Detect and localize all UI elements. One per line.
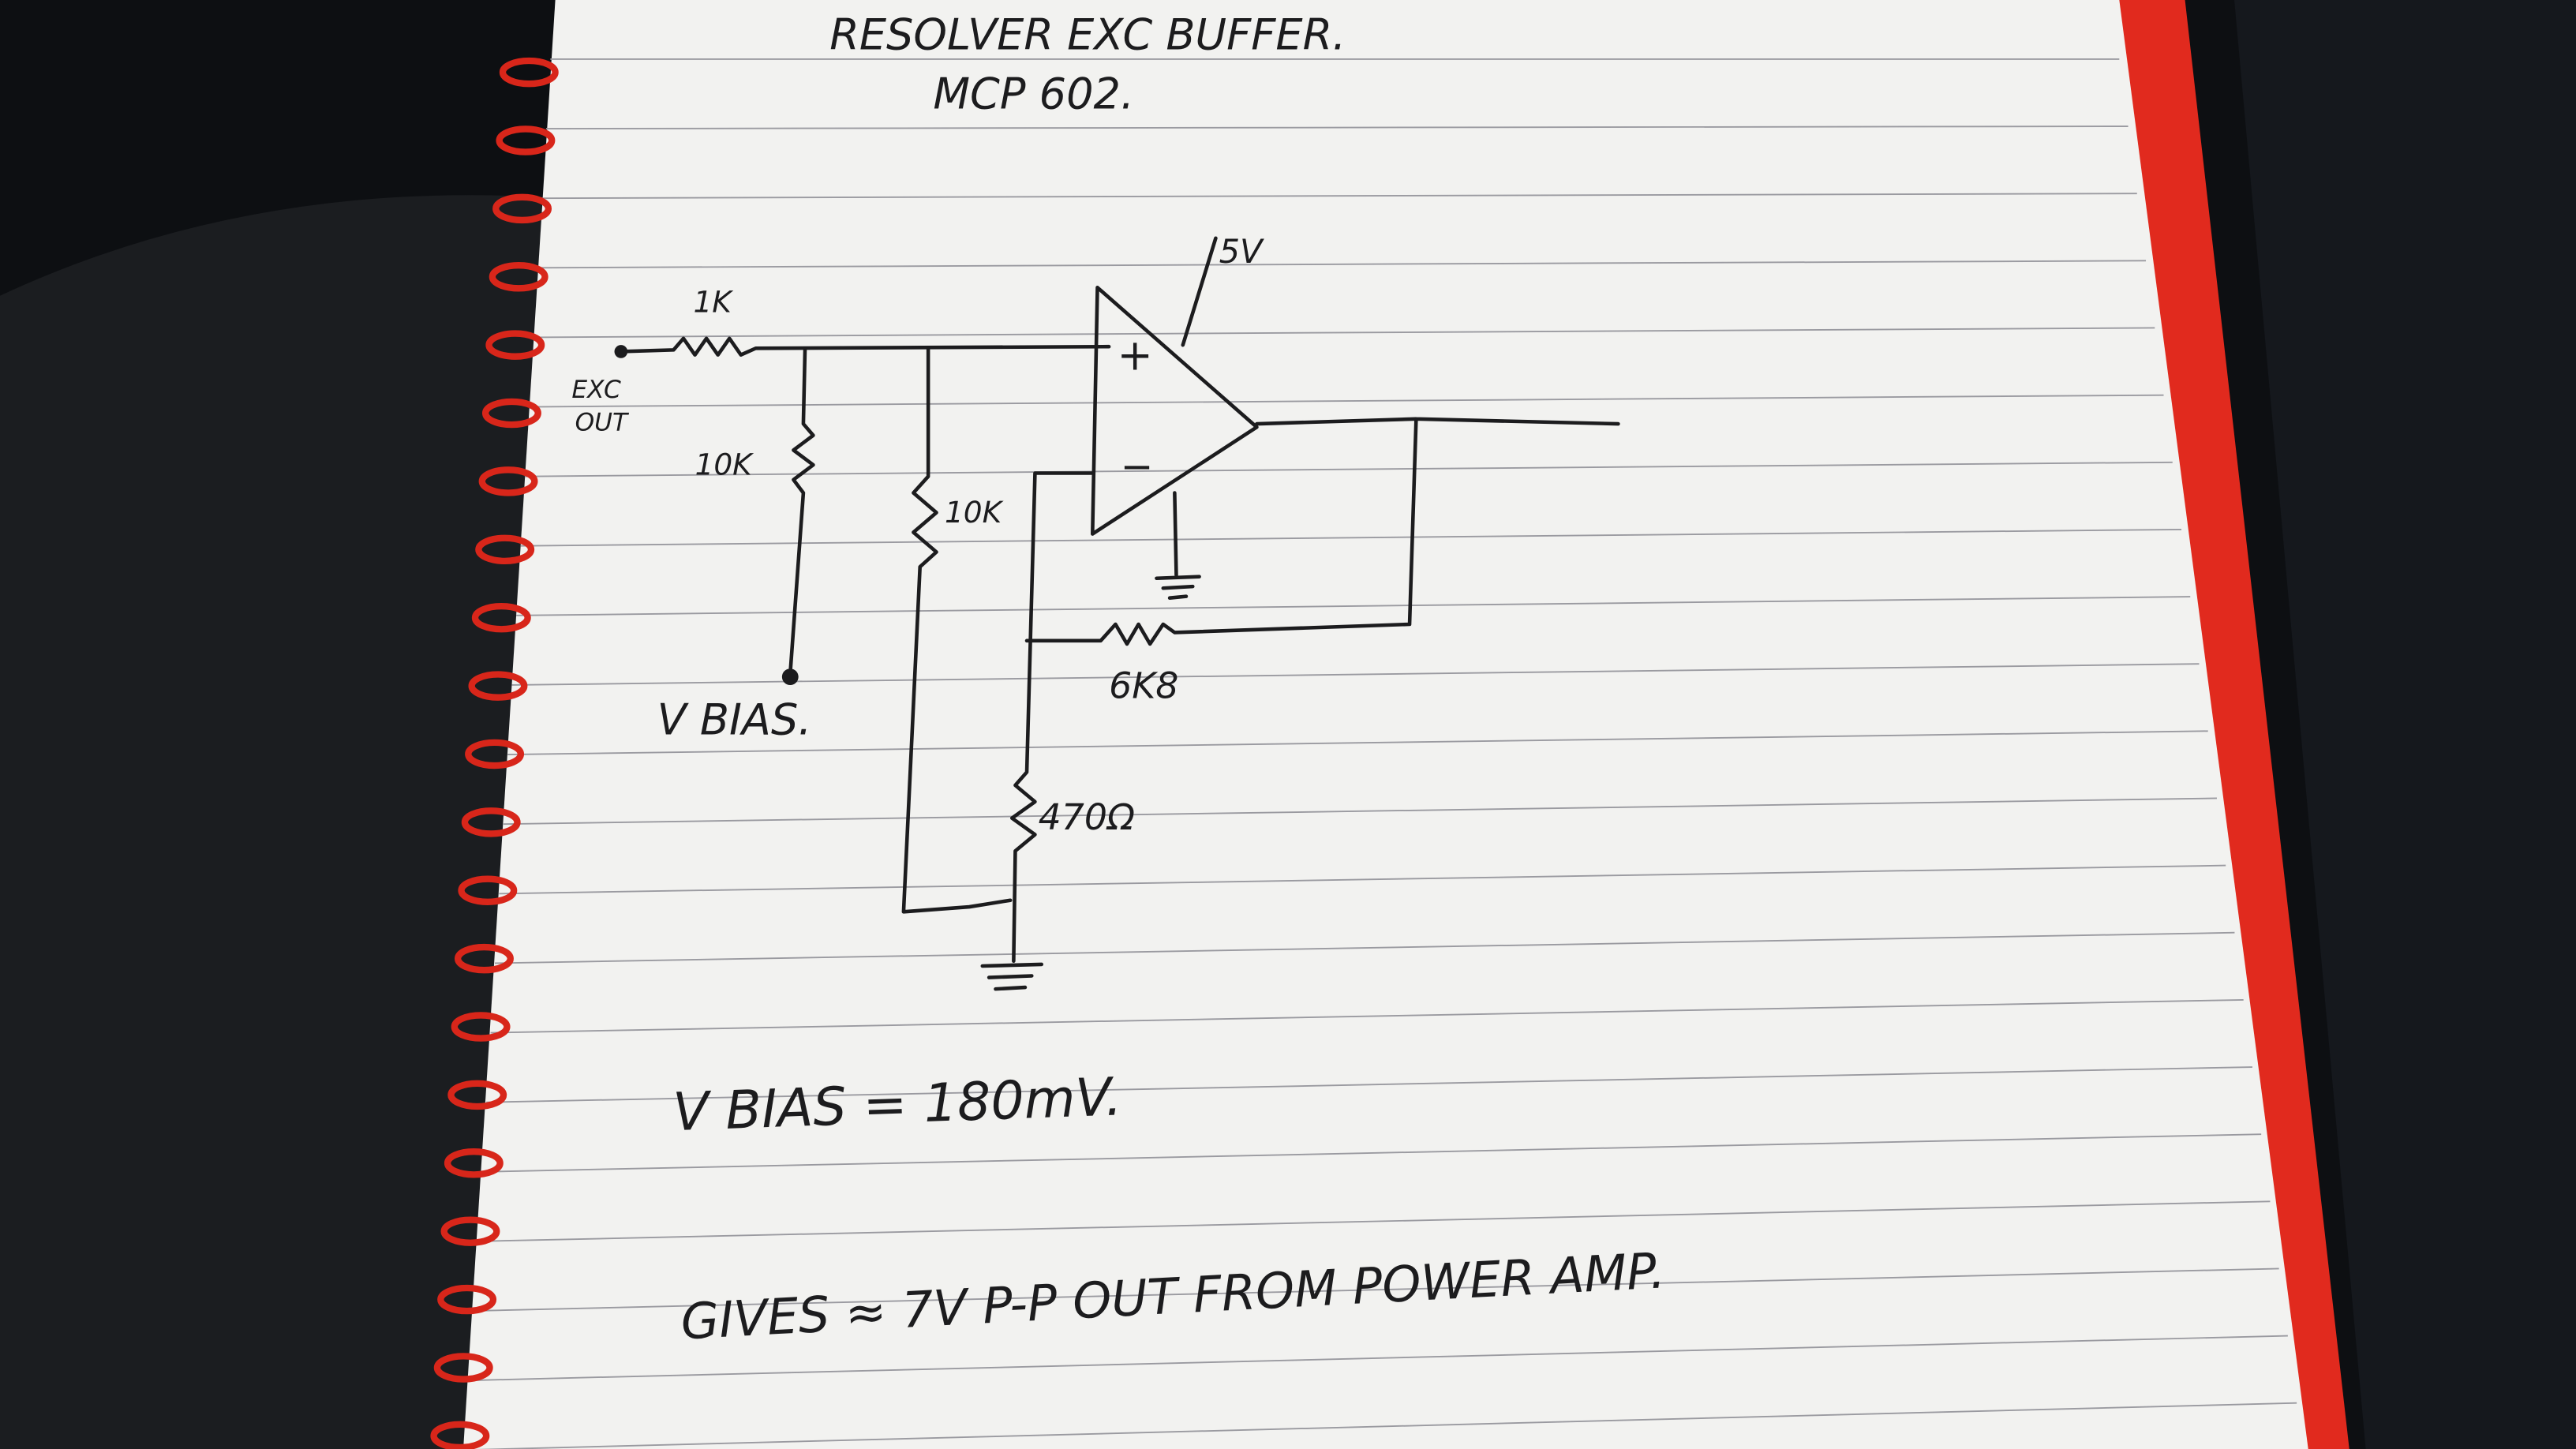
spiral-ring [430, 1421, 490, 1449]
spiral-ring [433, 1353, 493, 1383]
spiral-ring [451, 1012, 511, 1042]
label-5v: 5V [1219, 232, 1264, 271]
ruled-line [545, 125, 2129, 129]
supply-wire [1181, 236, 1218, 347]
page-subtitle: MCP 602. [933, 69, 1134, 118]
spiral-ring [458, 875, 518, 905]
resistor-10k-divider [901, 346, 1013, 914]
ruled-line [503, 797, 2217, 826]
label-6k8: 6K8 [1109, 665, 1178, 707]
label-1k: 1K [693, 285, 734, 320]
ruled-line [474, 1402, 2297, 1449]
ruled-line [499, 864, 2226, 895]
spiral-ring [496, 125, 556, 155]
spiral-ring [437, 1284, 497, 1315]
notebook-cover-edge [2110, 0, 2349, 1449]
ground-icon [980, 962, 1044, 991]
ruled-line [469, 1335, 2288, 1382]
spiral-ring [465, 739, 525, 769]
spiral-ring [471, 602, 531, 633]
input-label-exc: EXC [571, 376, 621, 404]
spiral-ring [461, 807, 521, 837]
dark-fabric [0, 195, 542, 1449]
schematic: EXC OUT 1K 10K 10K 5V + − 6K8 470Ω V BIA… [571, 232, 1620, 991]
ruled-line [494, 931, 2235, 964]
ruled-line [473, 1267, 2279, 1312]
notebook-page [463, 0, 2308, 1449]
input-label-out: OUT [575, 408, 630, 436]
label-470r: 470Ω [1039, 796, 1135, 838]
spiral-ring [468, 671, 528, 701]
spiral-ring [485, 330, 545, 360]
ruled-line [481, 1133, 2262, 1173]
vbias-node [781, 668, 799, 686]
opamp-symbol [1090, 285, 1259, 536]
ruled-line [520, 528, 2182, 547]
ruled-line [477, 1200, 2271, 1242]
spiral-binding [430, 57, 559, 1449]
spiral-ring [454, 943, 514, 974]
page-title: RESOLVER EXC BUFFER. [829, 9, 1346, 59]
ruled-line [541, 193, 2137, 200]
ruled-line [486, 1066, 2252, 1103]
desk-background [2234, 0, 2576, 1449]
ruled-line [529, 394, 2164, 408]
ruled-lines [469, 58, 2297, 1449]
label-10k-bias: 10K [695, 447, 755, 482]
label-10k-divider: 10K [945, 495, 1005, 530]
spiral-ring [440, 1216, 500, 1246]
ruled-line [537, 260, 2147, 269]
label-vbias: V BIAS. [657, 695, 812, 744]
spiral-ring [489, 262, 549, 292]
spiral-ring [447, 1080, 507, 1110]
spiral-ring [475, 534, 535, 565]
spiral-ring [481, 398, 541, 429]
resistor-6k8-feedback [1024, 417, 1620, 646]
minus-input-label: − [1121, 444, 1154, 489]
resistor-10k-bias [788, 348, 815, 676]
ground-icon [1155, 491, 1201, 601]
plus-input-label: + [1118, 330, 1153, 380]
spiral-ring [492, 193, 552, 224]
ruled-line [490, 998, 2244, 1034]
resistor-1k [619, 336, 1111, 357]
spiral-ring [478, 466, 538, 496]
ruled-line [507, 730, 2208, 756]
ruled-line [533, 327, 2155, 339]
resistor-470r [1009, 471, 1095, 964]
spiral-ring [499, 57, 559, 88]
spiral-ring [444, 1148, 504, 1178]
